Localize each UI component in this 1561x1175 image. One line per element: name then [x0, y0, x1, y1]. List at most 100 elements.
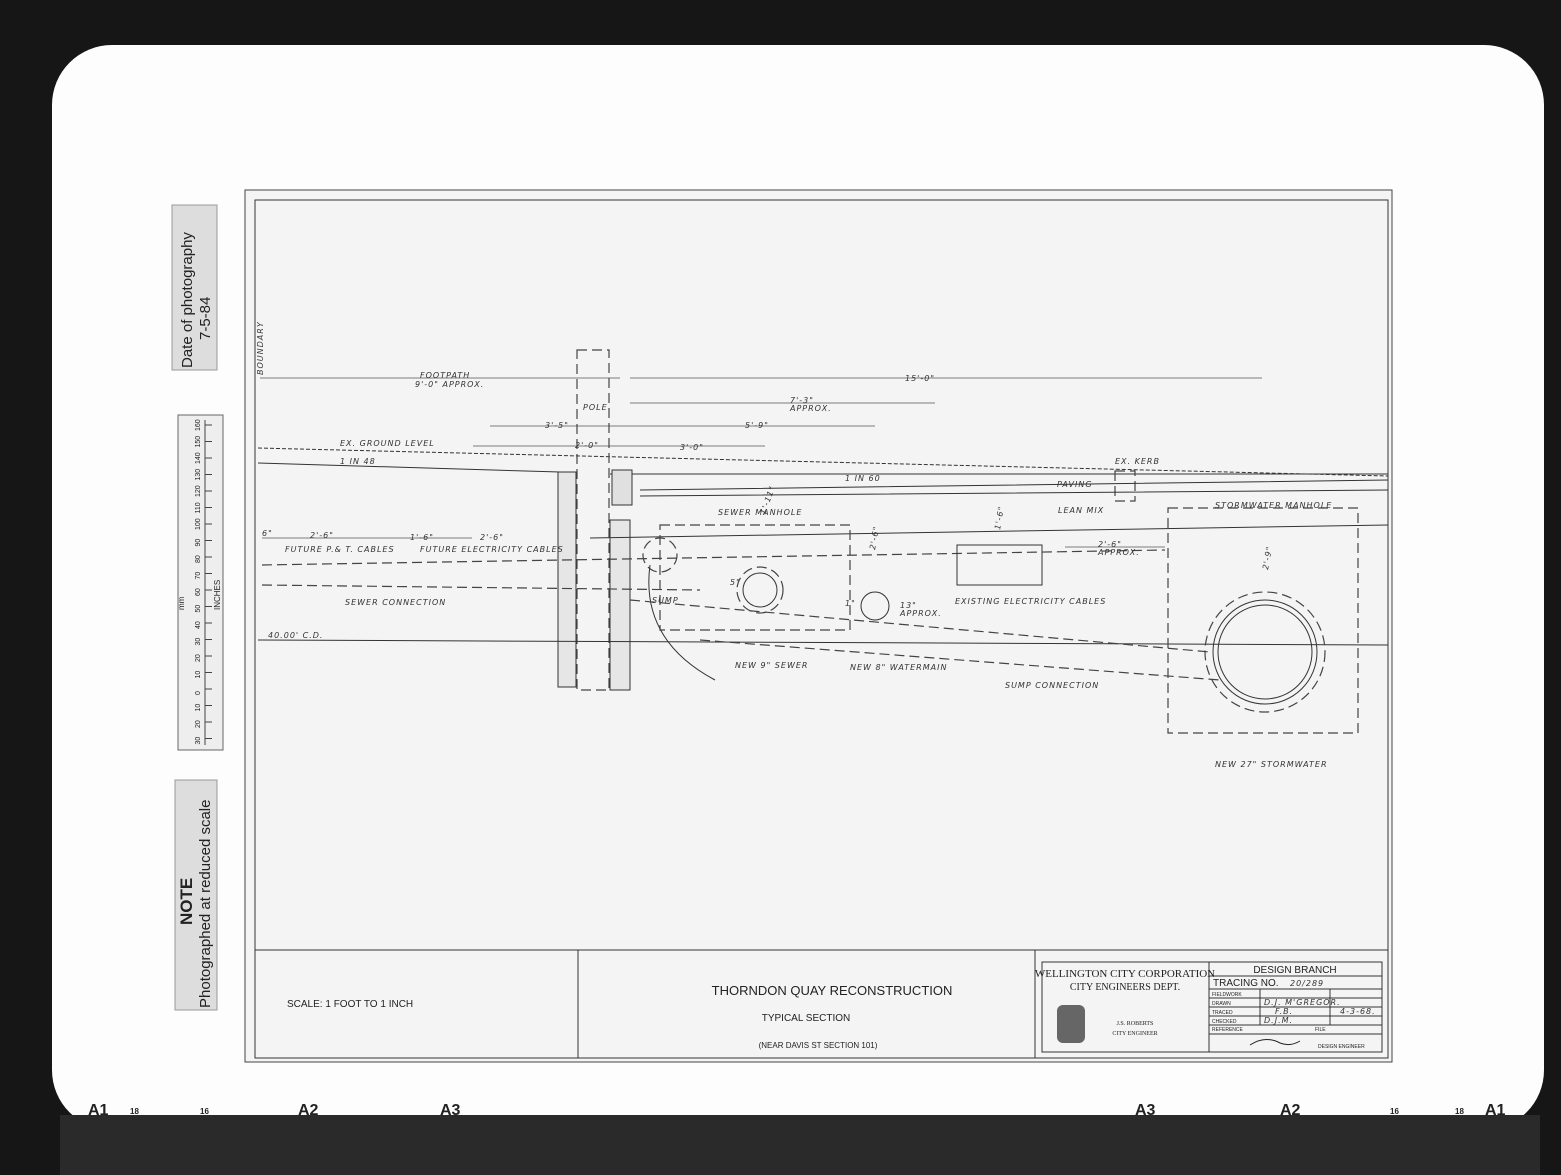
dim-2-6-a-text: 2'-6" [310, 531, 334, 540]
ruler-tick-label: 80 [195, 555, 202, 563]
date-value-text: 7-5-84 [197, 297, 214, 340]
slope-60-text: 1 IN 60 [845, 474, 881, 483]
ruler-mm-text: mm [177, 596, 186, 610]
traced-value-text: F.B. [1275, 1007, 1293, 1016]
new-8-watermain-pipe [860, 591, 890, 621]
subtitle-text: TYPICAL SECTION [762, 1013, 851, 1024]
existing-electricity-cables-text: EXISTING ELECTRICITY CABLES [955, 597, 1106, 606]
approx-text: APPROX. [899, 609, 942, 618]
cross-section: BOUNDARY FOOTPATH 9'-0" APPROX. 15'-0" 7… [256, 321, 1389, 769]
dim-2-0-text: 2'-0" [575, 441, 599, 450]
note-text-text: Photographed at reduced scale [197, 800, 214, 1008]
7-text: 16 [1390, 1107, 1399, 1116]
lean-mix-text: LEAN MIX [1058, 506, 1104, 515]
drawing-border [244, 189, 1393, 1063]
5-text: A3 [1135, 1102, 1156, 1119]
bottom-strip [60, 1115, 1540, 1175]
tracing-no-text: 20/289 [1290, 979, 1324, 988]
pole-text: POLE [583, 403, 608, 412]
ruler-tick-label: 20 [195, 720, 202, 728]
checked-value-text: D.J.M. [1264, 1016, 1293, 1025]
title-text: THORNDON QUAY RECONSTRUCTION [712, 983, 953, 998]
dim-15-0-text: 15'-0" [905, 374, 935, 383]
new-27-stormwater-text: NEW 27" STORMWATER [1215, 760, 1328, 769]
scale-text: SCALE: 1 FOOT TO 1 INCH [287, 999, 413, 1010]
ruler-tick-label: 40 [195, 621, 202, 629]
ruler-tick-label: 50 [195, 605, 202, 613]
checked-label-text: CHECKED [1212, 1019, 1237, 1025]
signature [1249, 1039, 1301, 1046]
date-value-text: 4-3-68. [1340, 1007, 1376, 1016]
6-text: A2 [1280, 1102, 1301, 1119]
dim-1-6-vert-text: 1'-6" [993, 505, 1006, 530]
design-engineer-text: DESIGN ENGINEER [1318, 1044, 1365, 1050]
ruler-tick-label: 100 [195, 518, 202, 530]
branch-text: DESIGN BRANCH [1253, 965, 1336, 976]
dim-3-0-text: 3'-0" [680, 443, 704, 452]
dim-5-text: 5" [730, 578, 741, 587]
dim-5-9-text: 5'-9" [745, 421, 769, 430]
org-dept-text: CITY ENGINEERS DEPT. [1070, 982, 1180, 993]
ruler-tick-label: 10 [195, 704, 202, 712]
footpath-text: FOOTPATH [420, 371, 470, 380]
ruler-tick-label: 120 [195, 485, 202, 497]
city-crest-logo [1057, 1005, 1085, 1043]
ruler-tick-label: 140 [195, 452, 202, 464]
future-electricity-cables-text: FUTURE ELECTRICITY CABLES [420, 545, 564, 554]
dim-2-6-approx-text: 2'-6" [1098, 540, 1122, 549]
future-pt-cables-text: FUTURE P.& T. CABLES [285, 545, 395, 554]
inner-border [254, 199, 1389, 1059]
sewer-manhole-text: SEWER MANHOLE [718, 508, 802, 517]
sewer-manhole [659, 524, 851, 631]
approx-text: APPROX. [1097, 548, 1140, 557]
ruler-tick-label: 30 [195, 638, 202, 646]
boundary-text: BOUNDARY [256, 321, 265, 375]
pole [576, 349, 610, 691]
new-8-watermain-text: NEW 8" WATERMAIN [850, 663, 947, 672]
dim-3-5-text: 3'-5" [545, 421, 569, 430]
8-text: 18 [1455, 1107, 1464, 1116]
note-heading-text: NOTE [177, 878, 196, 925]
title-block: SCALE: 1 FOOT TO 1 INCH THORNDON QUAY RE… [255, 949, 1388, 1058]
ruler-tick-label: 0 [195, 691, 202, 695]
4-text: A3 [440, 1102, 461, 1119]
sewer-connection-text: SEWER CONNECTION [345, 598, 446, 607]
ruler-tick-label: 110 [195, 502, 202, 513]
0-text: A1 [88, 1102, 109, 1119]
ruler-tick-label: 70 [195, 572, 202, 580]
new-9-sewer-pipe [742, 572, 778, 608]
drawn-value-text: D.J. M'GREGOR. [1264, 998, 1341, 1007]
ruler-tick-label: 130 [195, 469, 202, 481]
date-of-photography-label: Date of photography 7-5-84 [171, 204, 218, 371]
ruler-tick-label: 30 [195, 737, 202, 745]
3-text: A2 [298, 1102, 319, 1119]
file-label-text: FILE [1315, 1027, 1326, 1033]
slope-48-text: 1 IN 48 [340, 457, 376, 466]
dim-7-3-text: 7'-3" [790, 396, 814, 405]
2-text: 16 [200, 1107, 209, 1116]
stormwater-manhole [1167, 507, 1359, 734]
drawn-label-text: DRAWN [1212, 1001, 1231, 1007]
new-27-stormwater-pipe [1217, 604, 1313, 700]
org-name-text: WELLINGTON CITY CORPORATION [1035, 968, 1215, 980]
ruler-tick-label: 150 [195, 436, 202, 448]
engineer-title-text: CITY ENGINEER [1112, 1031, 1157, 1037]
scale-ruler: mm INCHES 160150140130120110100908070605… [177, 414, 224, 751]
datum-text: 40.00' C.D. [268, 631, 323, 640]
dim-6-text: 6" [262, 529, 273, 538]
existing-electricity-cables [956, 544, 1043, 586]
ruler-tick-label: 20 [195, 654, 202, 662]
pole-footing [557, 471, 577, 688]
sump-text: SUMP [652, 596, 679, 605]
1-text: 18 [130, 1107, 139, 1116]
engineer-name-text: J.S. ROBERTS [1117, 1021, 1154, 1027]
footpath-dim-text: 9'-0" APPROX. [415, 380, 484, 389]
dim-2-6-vert-text: 2'-6" [868, 525, 881, 550]
note-label: NOTE Photographed at reduced scale [174, 779, 218, 1011]
location-text: (NEAR DAVIS ST SECTION 101) [759, 1041, 878, 1050]
reference-label-text: REFERENCE [1212, 1027, 1244, 1033]
dim-2-9-text: 2'-9" [1261, 545, 1274, 570]
ruler-inches-text: INCHES [213, 580, 222, 610]
stormwater-manhole-text: STORMWATER MANHOLE [1215, 501, 1332, 510]
